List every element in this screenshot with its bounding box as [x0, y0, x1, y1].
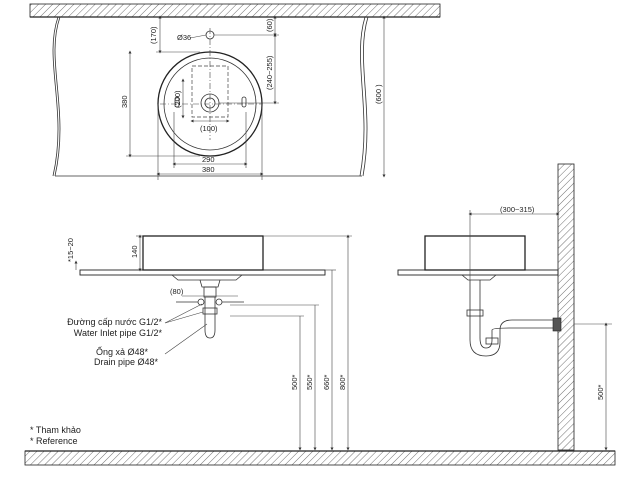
dim-170: (170) [149, 26, 158, 44]
drain-pipe-label-en: Drain pipe Ø48* [94, 357, 159, 367]
dim-600: (600 ) [374, 84, 383, 104]
dim-200: (200) [173, 90, 182, 108]
dim-660: 660* [322, 374, 331, 390]
dim-15-20: *15~20 [66, 238, 75, 262]
water-inlet-label-vi: Đường cấp nước G1/2* [67, 317, 162, 327]
wall-edge-right [359, 16, 369, 177]
dim-d36: Ø36 [177, 33, 191, 42]
note-reference-en: * Reference [30, 436, 78, 446]
dim-380-vertical: 380 [120, 95, 129, 108]
top-view: (170) Ø36 (60) (240~255) (600 ) 380 (200… [29, 3, 441, 180]
dim-300-315: (300~315) [500, 205, 535, 214]
p-trap-outer [469, 280, 560, 357]
water-inlet-label-en: Water Inlet pipe G1/2* [74, 328, 163, 338]
ceiling-hatch [29, 3, 441, 18]
floor-hatch [24, 450, 616, 466]
dim-550: 550* [305, 374, 314, 390]
side-view: (300~315) 500* [397, 163, 612, 451]
dim-100: (100) [200, 124, 218, 133]
side-wall-hatch [557, 163, 575, 451]
basin-side [424, 235, 526, 271]
dim-80: (80) [170, 287, 184, 296]
drain-pipe-label-vi: Ống xả Ø48* [96, 346, 149, 357]
dim-380-horizontal: 380 [202, 165, 215, 174]
dim-800: 800* [338, 374, 347, 390]
dim-240-255: (240~255) [265, 55, 274, 90]
dim-60: (60) [265, 18, 274, 32]
dim-290: 290 [202, 155, 215, 164]
note-reference-vi: * Tham khảo [30, 425, 81, 435]
dim-140: 140 [130, 245, 139, 258]
dim-500-front: 500* [290, 374, 299, 390]
countertop [79, 269, 326, 276]
wall-edge-left [52, 16, 61, 177]
dim-500-side: 500* [596, 384, 605, 400]
front-view: *15~20 140 (80) 500* 550* 660* 800* Đườn… [66, 234, 352, 451]
basin-front [142, 235, 264, 271]
